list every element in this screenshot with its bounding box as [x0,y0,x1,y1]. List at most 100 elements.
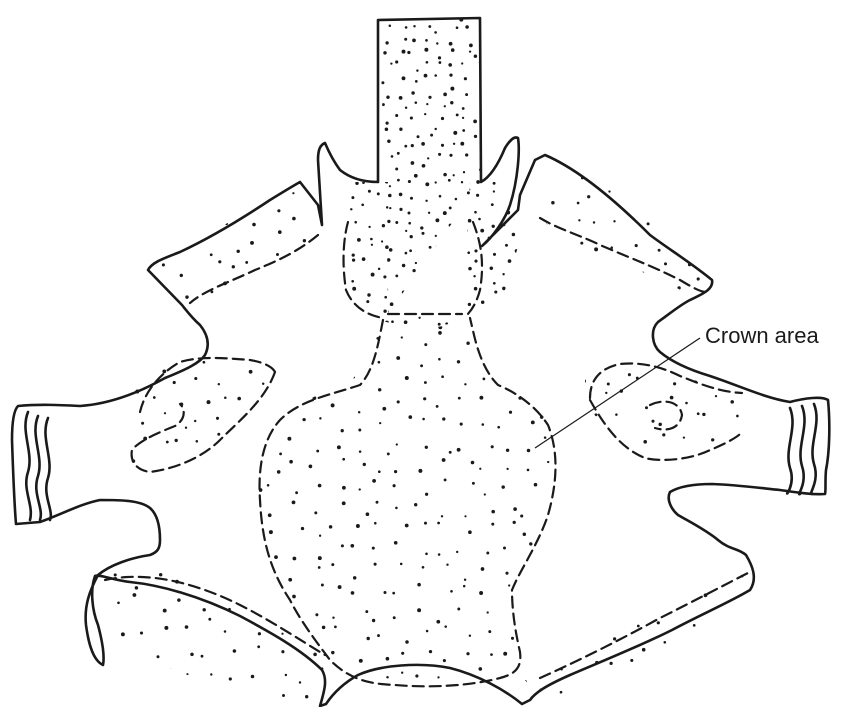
stipple-dot [292,501,296,505]
stipple-dot [426,236,429,239]
stipple-dot [464,515,466,517]
stipple-dot [556,546,559,549]
stipple-dot [599,436,602,439]
stipple-dot [395,507,398,510]
stipple-dot [402,76,406,80]
stipple-dot [630,659,633,662]
stipple-dot [466,652,469,655]
stipple-dot [697,277,700,280]
stipple-dot [80,646,83,649]
stipple-dot [582,379,586,383]
stipple-dot [412,39,416,43]
stipple-dot [329,525,332,528]
stipple-dot [372,619,375,622]
stipple-dot [444,478,447,481]
stipple-dot [449,154,452,157]
stipple-dot [436,42,438,44]
stipple-dot [435,235,437,237]
stipple-dot [319,417,321,419]
stipple-dot [605,392,607,394]
stipple-dot [280,332,282,334]
stipple-dot [362,338,366,342]
stipple-dot [450,101,453,104]
stipple-dot [302,418,305,421]
stipple-dot [302,358,306,362]
stipple-dot [513,507,517,511]
stipple-dot [411,290,415,294]
stipple-dot [372,479,376,483]
stipple-dot [314,511,317,514]
stipple-dot [394,239,397,242]
stipple-dot [490,653,493,656]
stipple-dot [396,443,398,445]
stipple-dot [461,62,463,64]
stipple-dot [391,155,394,158]
stipple-dot [511,637,514,640]
stipple-dot [403,308,406,311]
stipple-dot [159,573,162,576]
stipple-dot [299,681,301,683]
stipple-dot [567,543,571,547]
stipple-dot [140,631,143,634]
stipple-dot [408,296,411,299]
stipple-dot [543,238,546,241]
stipple-dot [316,450,319,453]
stipple-dot [394,470,397,473]
stipple-dot [438,331,442,335]
stipple-dot [385,321,389,325]
stipple-dot [341,544,344,547]
stipple-dot [425,493,428,496]
stipple-dot [268,513,272,517]
stipple-dot [159,290,162,293]
stipple-dot [342,501,346,505]
stipple-dot [656,692,660,696]
stipple-dot [216,468,219,471]
stipple-dot [610,156,613,159]
stipple-dot [130,672,133,675]
stipple-dot [488,630,491,633]
stipple-dot [410,260,414,264]
stipple-dot [359,450,362,453]
stipple-dot [469,232,473,236]
stipple-dot [405,26,408,29]
stipple-dot [482,377,485,380]
stipple-dot [457,448,461,452]
tooth-outline [12,18,829,706]
stipple-dot [439,275,441,277]
stipple-dot [267,369,270,372]
stipple-dot [392,592,395,595]
stipple-dot [487,611,489,613]
stipple-dot [457,608,460,611]
stipple-dot [693,624,696,627]
stipple-dot [331,316,334,319]
stipple-dot [411,144,414,147]
stipple-dot [542,604,546,608]
stipple-dot [488,237,491,240]
stipple-dot [677,215,681,219]
stipple-dot [394,209,397,212]
stipple-dot [258,632,261,635]
stipple-dot [285,674,287,676]
stipple-dot [200,467,203,470]
stipple-dot [405,106,407,108]
stipple-dot [436,405,439,408]
stipple-dot [736,415,739,418]
stipple-dot [506,468,508,470]
stipple-dot [506,449,509,452]
stipple-dot [271,361,274,364]
stipple-dot [453,143,455,145]
stipple-dot [443,211,447,215]
stipple-dot [502,306,504,308]
stipple-dot [443,173,447,177]
stipple-dot [553,569,556,572]
stipple-dot [250,521,253,524]
stipple-dot [537,228,539,230]
stipple-dot [589,271,593,275]
stipple-dot [211,291,214,294]
stipple-dot [482,283,485,286]
stipple-dot [468,219,472,223]
stipple-dot [369,95,372,98]
stipple-dot [643,440,647,444]
stipple-dot [438,260,441,263]
stipple-dot [408,222,411,225]
